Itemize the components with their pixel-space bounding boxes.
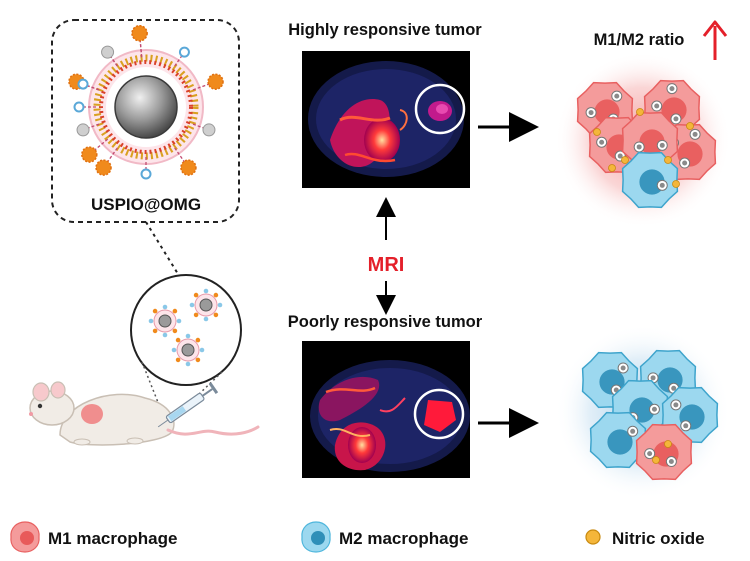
nanoparticle-label: USPIO@OMG (91, 195, 201, 214)
legend-m2-label: M2 macrophage (339, 529, 468, 548)
legend-m2-icon (301, 521, 331, 553)
mouse-tumor (81, 404, 103, 424)
zoom-line-right (171, 371, 223, 421)
mri-label: MRI (368, 254, 405, 276)
ligand-group (68, 25, 224, 180)
uspio-nanoparticle-icon (68, 25, 224, 180)
tumor-highlight-circle (414, 83, 466, 135)
high-outcome-cluster (555, 52, 731, 228)
low-outcome-cluster (555, 324, 731, 500)
high-tumor-title: Highly responsive tumor (288, 21, 482, 39)
legend-m1-icon (10, 521, 40, 553)
ratio-label: M1/M2 ratio (594, 31, 685, 49)
legend-no-label: Nitric oxide (612, 529, 705, 548)
mri-high-response (302, 51, 470, 188)
mini-particles (148, 288, 223, 367)
tumor-highlight-circle-low (413, 388, 465, 440)
legend-m1-label: M1 macrophage (48, 529, 177, 548)
mri-low-response (302, 341, 470, 478)
syringe-icon (157, 382, 219, 428)
blood-zoom-circle (130, 274, 242, 386)
low-tumor-title: Poorly responsive tumor (288, 313, 483, 331)
nanoparticle-panel: USPIO@OMG (51, 19, 240, 223)
legend-no-icon (585, 529, 601, 545)
legend: M1 macrophage M2 macrophage Nitric oxide (10, 521, 705, 553)
mouse-icon (29, 381, 260, 446)
ratio-up-arrow-icon (702, 20, 728, 60)
